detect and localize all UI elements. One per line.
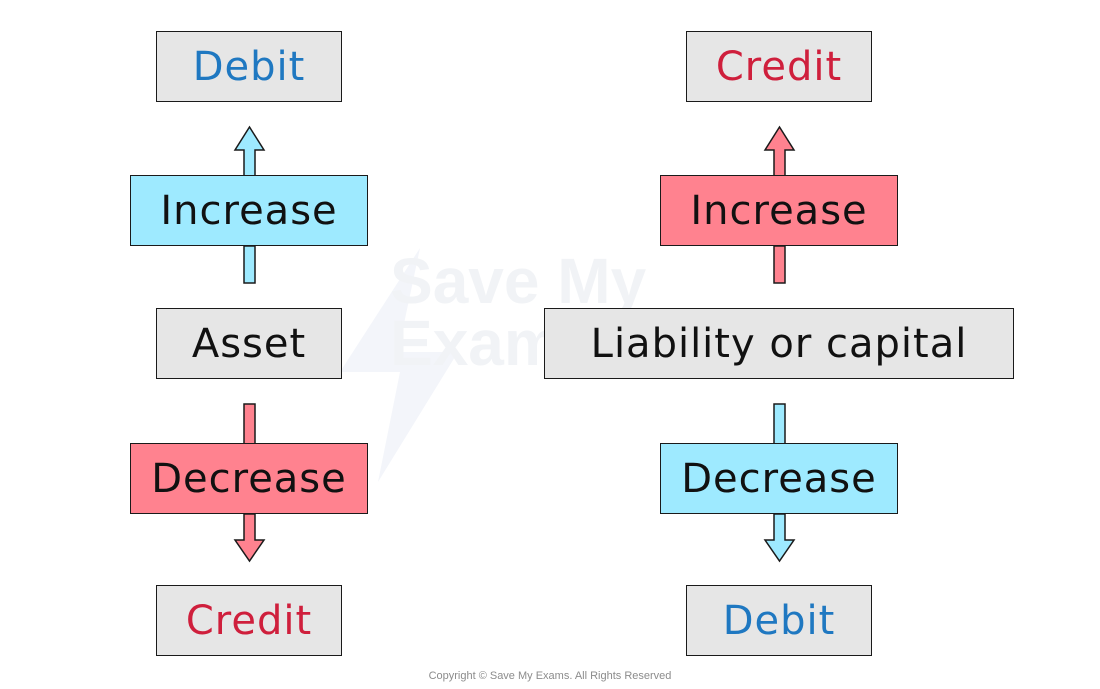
right-top-box: Credit bbox=[686, 31, 872, 102]
right-bottom-box: Debit bbox=[686, 585, 872, 656]
left-top-box: Debit bbox=[156, 31, 342, 102]
right-increase-box: Increase bbox=[660, 175, 898, 246]
watermark-line-1: Save My bbox=[390, 245, 647, 317]
left-center-box-asset: Asset bbox=[156, 308, 342, 379]
left-bottom-box: Credit bbox=[156, 585, 342, 656]
left-decrease-box: Decrease bbox=[130, 443, 368, 514]
left-increase-box: Increase bbox=[130, 175, 368, 246]
right-center-box-liability: Liability or capital bbox=[544, 308, 1014, 379]
right-decrease-box: Decrease bbox=[660, 443, 898, 514]
copyright-footer: Copyright © Save My Exams. All Rights Re… bbox=[428, 670, 672, 682]
